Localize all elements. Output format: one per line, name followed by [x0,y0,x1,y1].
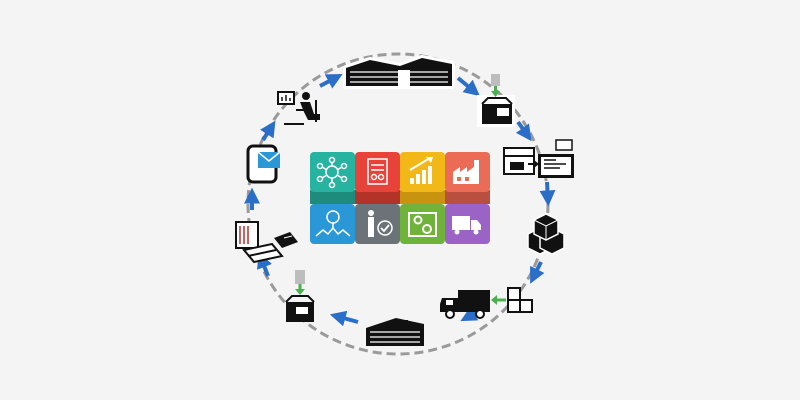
label-scanning-icon [503,139,574,178]
factory-icon [453,160,479,184]
computer-operator-icon [277,91,320,125]
teal-band [310,190,355,204]
arrow-4 [530,261,545,284]
salmon-band [445,190,490,204]
gears-icon [408,212,437,237]
chart-report-icon [367,158,388,185]
truck-loading-icon [440,287,533,319]
arrow-3 [539,181,556,207]
arrow-10 [319,74,343,89]
delivery-truck-icon [452,216,481,235]
delivery-truck-tile [445,204,490,244]
mobile-message-icon [246,144,281,184]
yellow-band [400,190,445,204]
inspector-check-tile [355,204,400,244]
receiving-box-icon [285,270,315,322]
network-icon [316,156,348,189]
rfid-scanner-icon [235,221,298,264]
arrow-1 [456,76,480,97]
search-analytics-icon [315,210,351,237]
distribution-warehouse-icon [366,318,424,346]
chart-report-tile [355,152,400,192]
gears-tile [400,204,445,244]
growth-chart-tile [400,152,445,192]
growth-chart-icon [409,157,433,184]
stacked-boxes-icon [527,213,565,255]
cycle-nodes [235,55,574,346]
red-band [355,190,400,204]
center-tile-grid [310,152,490,244]
factory-tile [445,152,490,192]
packing-box-icon [477,74,515,127]
inspector-check-icon [368,210,393,237]
arrow-6 [329,310,359,327]
network-tile [310,152,355,192]
factory-warehouse-icon [343,55,455,89]
search-analytics-tile [310,204,355,244]
arrow-9 [260,120,276,142]
arrow-2 [515,120,532,142]
